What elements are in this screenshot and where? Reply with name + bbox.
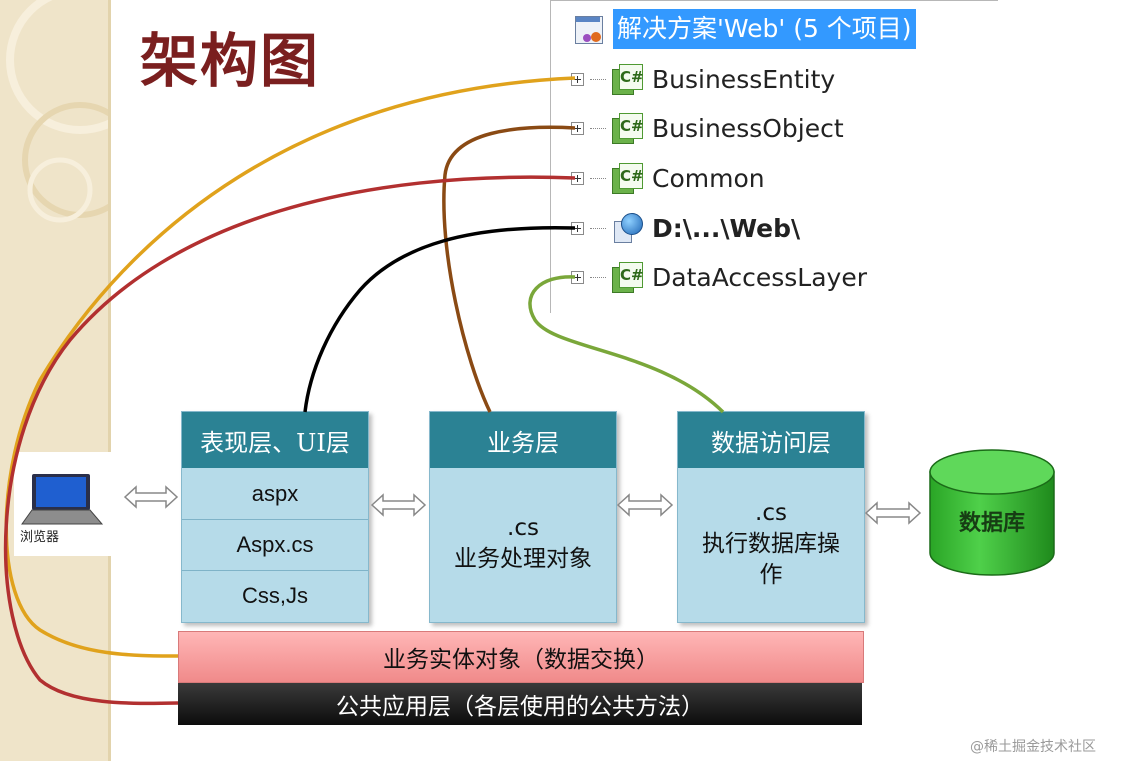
solution-title: 解决方案'Web' (5 个项目) [613, 9, 916, 49]
project-label: BusinessObject [652, 113, 844, 143]
entity-link-line [4, 76, 576, 658]
watermark: @稀土掘金技术社区 [970, 739, 1096, 755]
business-layer-title: 业务层 [430, 412, 616, 468]
double-arrow-icon [370, 493, 427, 517]
data-access-layer-desc: 执行数据库操 [702, 530, 840, 557]
web-link-line [303, 225, 576, 413]
common-link-line [3, 175, 576, 706]
csharp-project-icon: C# [612, 163, 644, 194]
business-layer-desc: 业务处理对象 [454, 546, 592, 572]
data-access-layer-desc-cont: 作 [759, 561, 783, 588]
business-link-line [442, 125, 576, 413]
csharp-project-icon: C# [612, 262, 644, 293]
database-cylinder [929, 449, 1055, 576]
project-node-business-object[interactable]: C# BusinessObject [571, 108, 844, 148]
data-access-layer-box: 数据访问层 .cs 执行数据库操 作 [677, 411, 865, 623]
project-label: BusinessEntity [652, 64, 836, 94]
business-entity-bar: 业务实体对象（数据交换） [178, 631, 864, 683]
ui-layer-item: aspx [251, 480, 299, 506]
ui-layer-item: Css,Js [182, 570, 368, 621]
laptop-icon [21, 474, 104, 525]
side-strip-edge [108, 0, 111, 761]
dal-link-line [528, 275, 725, 414]
solution-explorer-panel: 解决方案'Web' (5 个项目) C# BusinessEntity C# B… [550, 0, 998, 313]
business-layer-ext: .cs [507, 515, 539, 541]
browser-client [14, 452, 124, 556]
double-arrow-icon [123, 485, 179, 509]
ui-layer-item: Aspx.cs [182, 519, 368, 570]
database-label: 数据库 [958, 511, 1025, 536]
data-access-layer-title: 数据访问层 [678, 412, 864, 468]
double-arrow-icon [616, 493, 674, 517]
ui-layer-title: 表现层、UI层 [182, 412, 368, 468]
project-node-web[interactable]: D:\...\Web\ [571, 208, 800, 248]
browser-label: 浏览器 [20, 530, 60, 545]
project-node-business-entity[interactable]: C# BusinessEntity [571, 59, 835, 99]
ui-layer-box: 表现层、UI层 aspx Aspx.cs Css,Js [181, 411, 369, 623]
expand-icon[interactable] [571, 221, 584, 235]
project-node-data-access-layer[interactable]: C# DataAccessLayer [571, 257, 867, 297]
common-layer-bar: 公共应用层（各层使用的公共方法） [178, 683, 862, 725]
web-project-icon [612, 213, 643, 243]
csharp-project-icon: C# [612, 64, 644, 95]
page-title: 架构图 [140, 27, 321, 95]
solution-icon [573, 12, 607, 46]
project-label: Common [652, 163, 765, 193]
double-arrow-icon [864, 501, 922, 525]
project-label: D:\...\Web\ [652, 213, 801, 243]
project-node-common[interactable]: C# Common [571, 158, 765, 198]
solution-node[interactable]: 解决方案'Web' (5 个项目) [573, 9, 916, 49]
project-label: DataAccessLayer [652, 262, 867, 292]
expand-icon[interactable] [571, 72, 584, 86]
data-access-layer-ext: .cs [755, 499, 787, 526]
business-layer-box: 业务层 .cs 业务处理对象 [429, 411, 617, 623]
csharp-project-icon: C# [612, 113, 644, 144]
